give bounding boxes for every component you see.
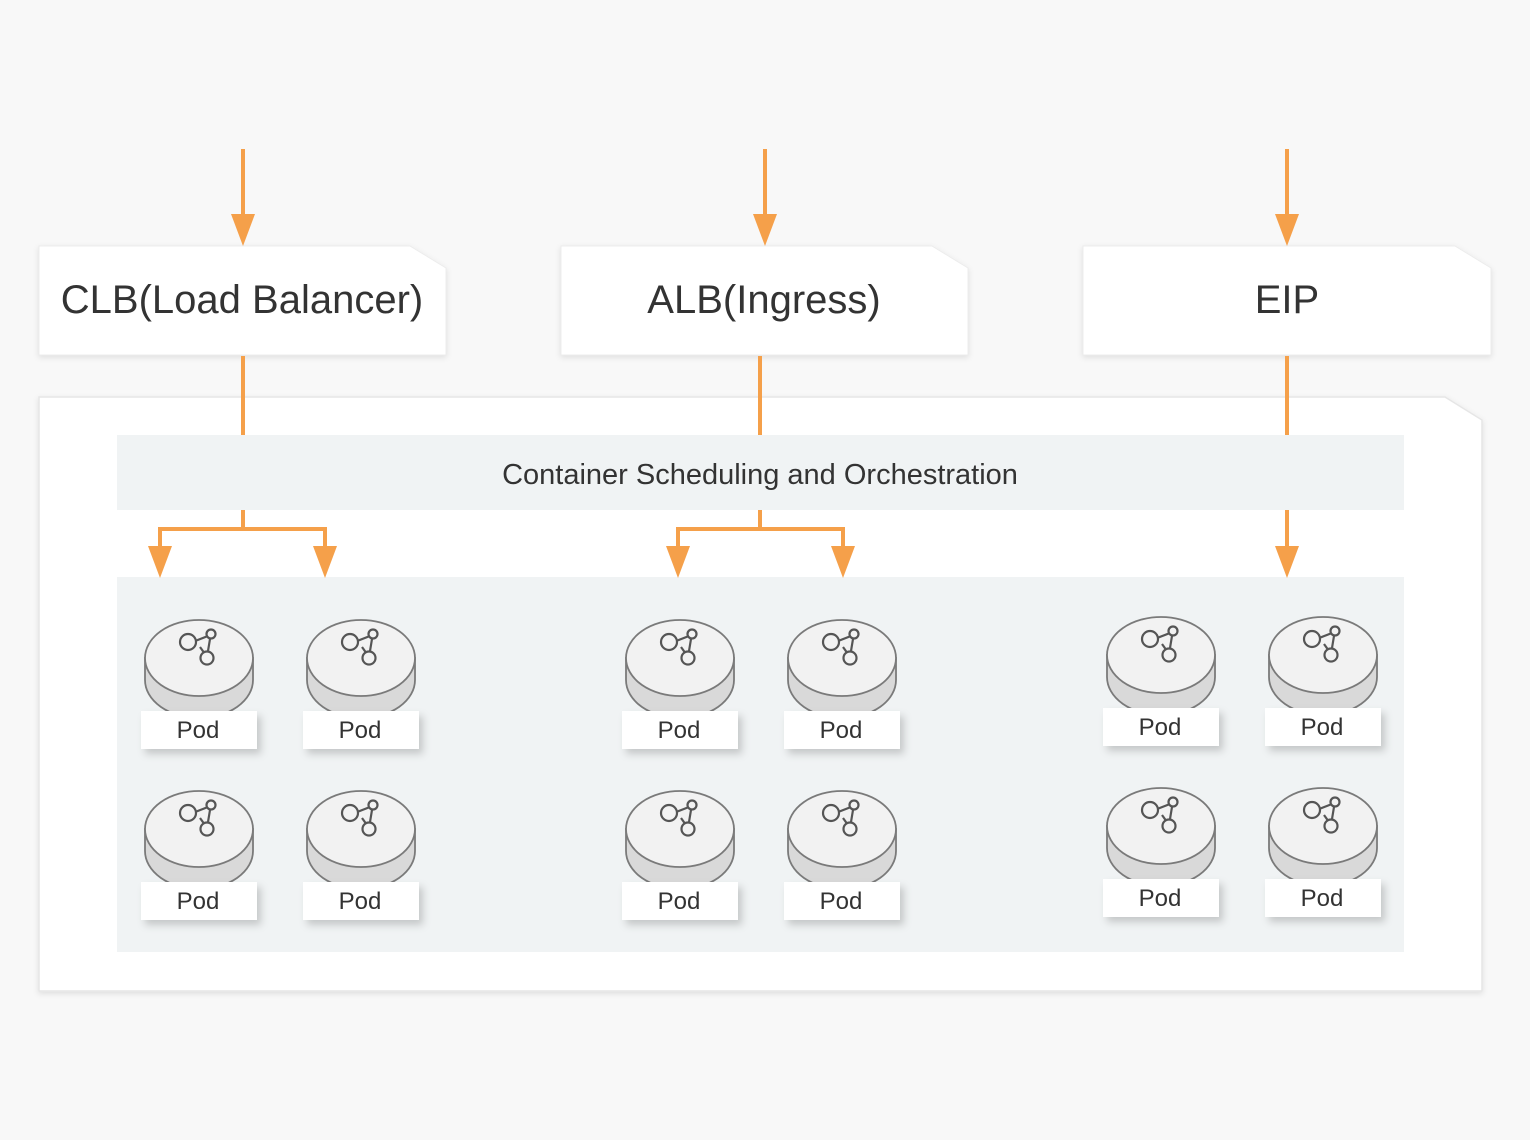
network-nodes-icon (178, 799, 217, 837)
pod-cylinder-top (1106, 787, 1216, 865)
pod-label: Pod (1301, 714, 1344, 741)
pod-label-box (622, 882, 738, 920)
network-nodes-icon (340, 628, 379, 666)
pod-label: Pod (1301, 885, 1344, 912)
arrowhead-eip (1275, 546, 1299, 578)
network-nodes-icon (821, 628, 860, 666)
connectors (158, 149, 1289, 552)
arrowhead-in-alb (753, 214, 777, 246)
pod-cylinder-top (787, 619, 897, 697)
pod-label-box (303, 711, 419, 749)
pod: Pod (622, 619, 738, 749)
pod-label: Pod (339, 888, 382, 915)
network-nodes-icon (659, 628, 698, 666)
pod-cylinder-top (1268, 787, 1378, 865)
network-nodes-icon (1140, 796, 1179, 834)
pod-label-box (1103, 879, 1219, 917)
pod-label-box (1265, 879, 1381, 917)
pod-label-box (622, 711, 738, 749)
pod-cylinder-top (306, 790, 416, 868)
load-balancer-alb: ALB(Ingress) (560, 245, 969, 356)
pod-label: Pod (1139, 885, 1182, 912)
pod-cylinder-top (306, 619, 416, 697)
pod-cylinder-top (787, 790, 897, 868)
network-nodes-icon (659, 799, 698, 837)
alb-label: ALB(Ingress) (647, 278, 880, 322)
arrowhead-in-clb (231, 214, 255, 246)
load-balancer-clb: CLB(Load Balancer) (38, 245, 447, 356)
pod-label: Pod (1139, 714, 1182, 741)
pod-label-box (141, 711, 257, 749)
pod-label: Pod (820, 717, 863, 744)
pod-label-box (1265, 708, 1381, 746)
arrowhead-clb-1 (148, 546, 172, 578)
pod-label: Pod (820, 888, 863, 915)
pod-label-box (784, 711, 900, 749)
pod: Pod (141, 790, 257, 920)
pod: Pod (784, 790, 900, 920)
arrowhead-in-eip (1275, 214, 1299, 246)
network-nodes-icon (1140, 625, 1179, 663)
arrowhead-alb-1 (666, 546, 690, 578)
pod-label-box (1103, 708, 1219, 746)
pod: Pod (622, 790, 738, 920)
pod-cylinder-top (1106, 616, 1216, 694)
pod: Pod (303, 619, 419, 749)
load-balancer-eip: EIP (1082, 245, 1492, 356)
pod-cylinder-top (1268, 616, 1378, 694)
pod-cylinder-top (144, 790, 254, 868)
pod-label: Pod (177, 717, 220, 744)
pod: Pod (141, 619, 257, 749)
pod-cylinder-top (144, 619, 254, 697)
pod-cylinder-top (625, 790, 735, 868)
network-nodes-icon (340, 799, 379, 837)
pod-label-box (784, 882, 900, 920)
pod-label-box (303, 882, 419, 920)
pod-cylinder-top (625, 619, 735, 697)
pod-label: Pod (658, 888, 701, 915)
pod-label: Pod (339, 717, 382, 744)
pod: Pod (1265, 616, 1381, 746)
pod-label: Pod (658, 717, 701, 744)
network-nodes-icon (1302, 625, 1341, 663)
arrowhead-clb-2 (313, 546, 337, 578)
scheduler-label: Container Scheduling and Orchestration (502, 459, 1018, 491)
pod: Pod (303, 790, 419, 920)
pod: Pod (1103, 616, 1219, 746)
arrowhead-alb-2 (831, 546, 855, 578)
network-nodes-icon (1302, 796, 1341, 834)
pod-label: Pod (177, 888, 220, 915)
arrowheads (148, 214, 1299, 578)
clb-label: CLB(Load Balancer) (61, 278, 423, 322)
pod: Pod (1103, 787, 1219, 917)
network-nodes-icon (178, 628, 217, 666)
pod: Pod (1265, 787, 1381, 917)
pod-label-box (141, 882, 257, 920)
network-nodes-icon (821, 799, 860, 837)
eip-label: EIP (1255, 278, 1319, 322)
scheduler-band (117, 435, 1404, 510)
pod: Pod (784, 619, 900, 749)
